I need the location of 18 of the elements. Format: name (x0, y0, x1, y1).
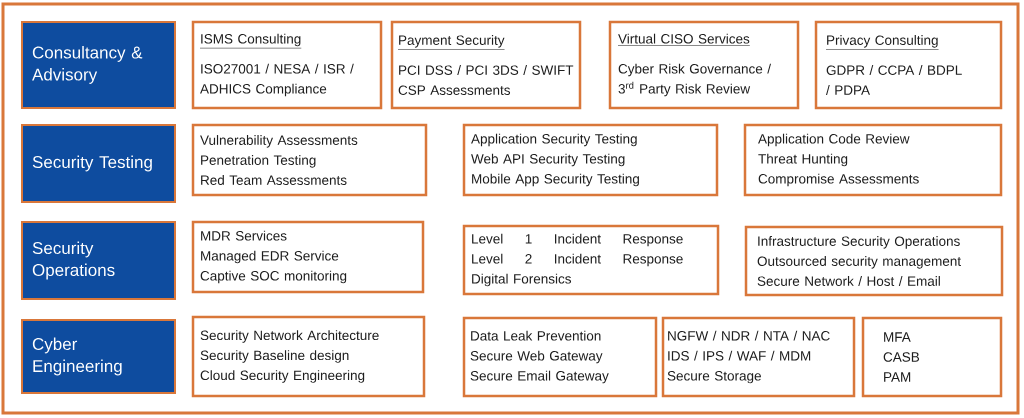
service-box: Data Leak Prevention Secure Web Gateway Secure Email Gateway (462, 316, 658, 398)
service-box: NGFW / NDR / NTA / NAC IDS / IPS / WAF / MDM Secure Storage (661, 316, 856, 398)
service-box: Privacy Consulting GDPR / CCPA / BDPL / PDPA (814, 20, 1003, 110)
service-box: Level 1 Incident Response Level 2 Incident Response Digital Forensics (462, 224, 720, 296)
category-box: Consultancy & Advisory (21, 21, 176, 109)
category-box: Security Testing (21, 124, 176, 203)
service-box: Virtual CISO Services Cyber Risk Governance / 3$^{rd}$ Party Risk Review (608, 20, 800, 110)
service-box: Security Network Architecture Security Baseline design Cloud Security Engineering (191, 315, 426, 398)
service-box: Vulnerability Assessments Penetration Testing Red Team Assessments (191, 123, 428, 197)
category-box: Security Operations (21, 221, 176, 300)
service-box: Application Security Testing Web API Security Testing Mobile App Security Testing (462, 123, 719, 197)
service-box: Payment Security PCI DSS / PCI 3DS / SWIFT CSP Assessments (390, 20, 582, 110)
service-box: MFA CASB PAM (861, 316, 1003, 398)
service-box: MDR Services Managed EDR Service Captive SOC monitoring (191, 220, 425, 294)
service-box: Application Code Review Threat Hunting Compromise Assessments (743, 123, 1003, 197)
category-box: Cyber Engineering (21, 319, 176, 394)
service-box: ISMS Consulting ISO27001 / NESA / ISR / ADHICS Compliance (191, 20, 383, 110)
service-box: Infrastructure Security Operations Outsourced security management Secure Network / Host / Email (744, 225, 1004, 297)
